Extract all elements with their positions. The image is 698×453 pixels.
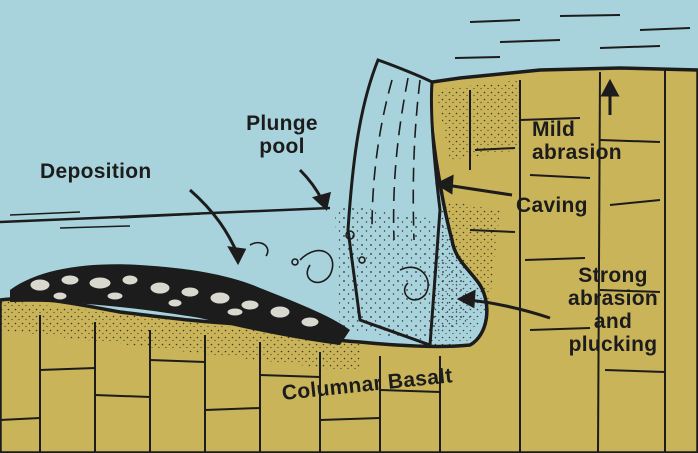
caving-label: Caving	[516, 194, 588, 217]
plunge-pool-label-line2: pool	[242, 135, 322, 158]
plunge-pool-label: Plunge pool	[242, 112, 322, 158]
strong-abrasion-plucking-label: Strong abrasion and plucking	[548, 264, 678, 356]
strong-label-line4: plucking	[548, 333, 678, 356]
strong-label-line1: Strong	[548, 264, 678, 287]
mild-abrasion-label-line2: abrasion	[532, 141, 622, 164]
strong-label-line2: abrasion	[548, 287, 678, 310]
deposition-label: Deposition	[40, 160, 152, 183]
mild-abrasion-label: Mild abrasion	[532, 118, 622, 164]
strong-label-line3: and	[548, 310, 678, 333]
mild-abrasion-label-line1: Mild	[532, 118, 622, 141]
plunge-pool-label-line1: Plunge	[242, 112, 322, 135]
